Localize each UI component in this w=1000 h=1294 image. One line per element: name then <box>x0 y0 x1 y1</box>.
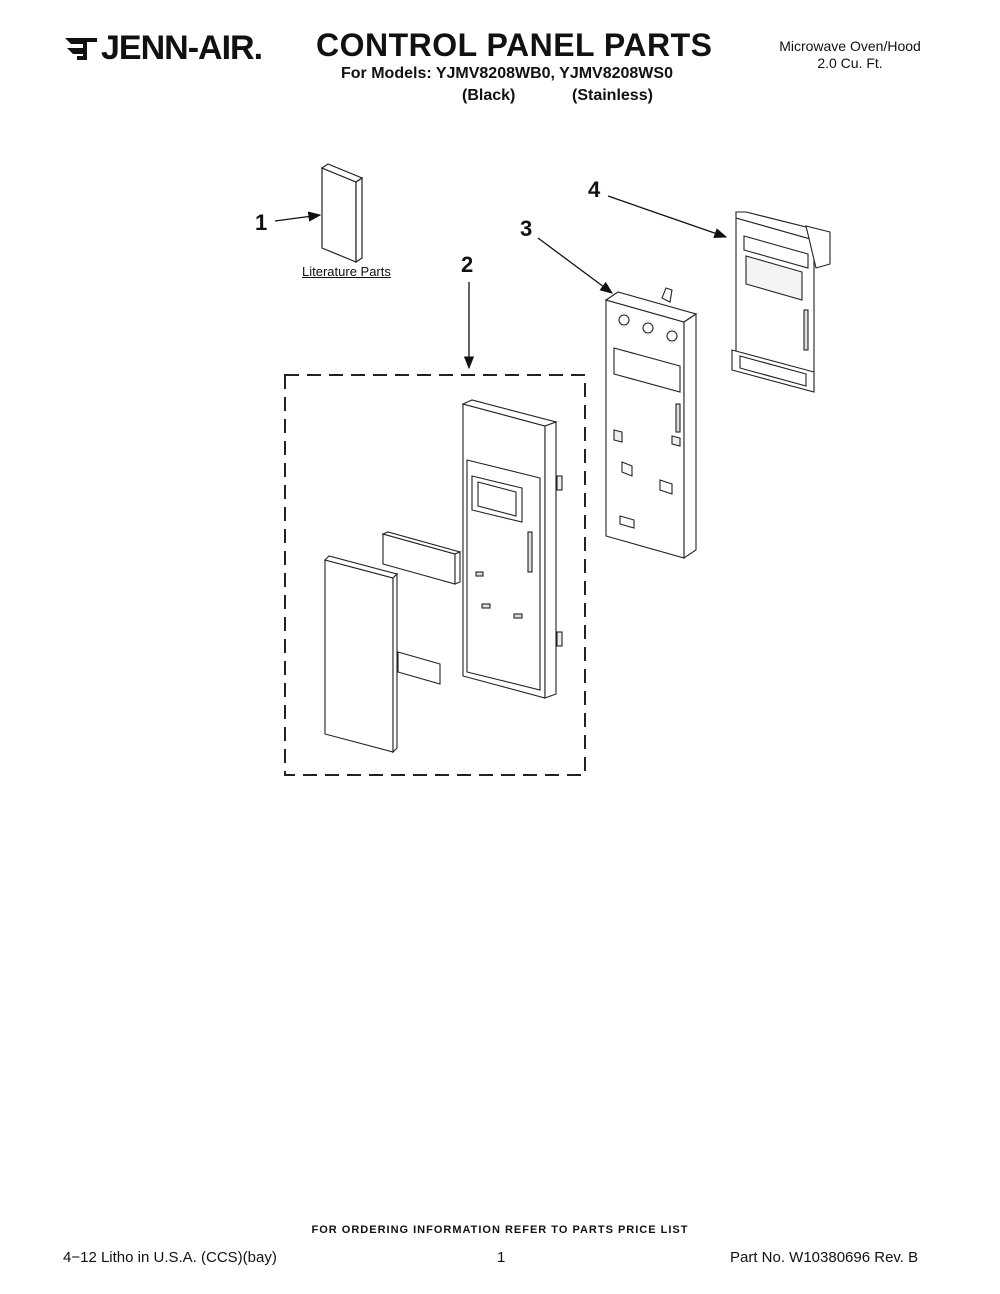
product-description: Microwave Oven/Hood 2.0 Cu. Ft. <box>770 38 930 72</box>
callout-4: 4 <box>588 177 601 202</box>
literature-booklet <box>320 163 364 264</box>
touchpad-overlay <box>323 555 399 754</box>
control-board <box>731 211 831 393</box>
models-line: For Models: YJMV8208WB0, YJMV8208WS0 <box>341 65 673 82</box>
part-number: Part No. W10380696 Rev. B <box>730 1249 919 1266</box>
callout-2: 2 <box>461 252 473 277</box>
callout-4-leader <box>607 195 728 239</box>
panel-bracket <box>604 287 698 560</box>
brand-logo: JENN-AIR. <box>63 29 263 68</box>
callout-1: 1 <box>255 210 267 235</box>
callout-3: 3 <box>520 216 532 241</box>
control-panel-frame <box>461 399 563 699</box>
ordering-note: FOR ORDERING INFORMATION REFER TO PARTS … <box>311 1224 689 1236</box>
callout-3-leader <box>537 237 614 294</box>
display-window <box>381 531 462 585</box>
assembly-dashed-box <box>284 374 586 776</box>
variant-stainless: (Stainless) <box>572 87 653 104</box>
literature-parts-label: Literature Parts <box>302 264 391 279</box>
callout-1-leader <box>274 211 322 222</box>
page-number: 1 <box>497 1249 506 1266</box>
product-line-2: 2.0 Cu. Ft. <box>817 55 883 71</box>
jenn-air-logo-icon <box>65 37 97 60</box>
page-title: CONTROL PANEL PARTS <box>316 27 713 63</box>
variant-black: (Black) <box>462 87 516 104</box>
product-line-1: Microwave Oven/Hood <box>779 38 921 54</box>
ribbon-connector <box>397 651 441 685</box>
brand-name: JENN-AIR. <box>101 29 263 67</box>
litho-info: 4−12 Litho in U.S.A. (CCS)(bay) <box>63 1249 277 1266</box>
